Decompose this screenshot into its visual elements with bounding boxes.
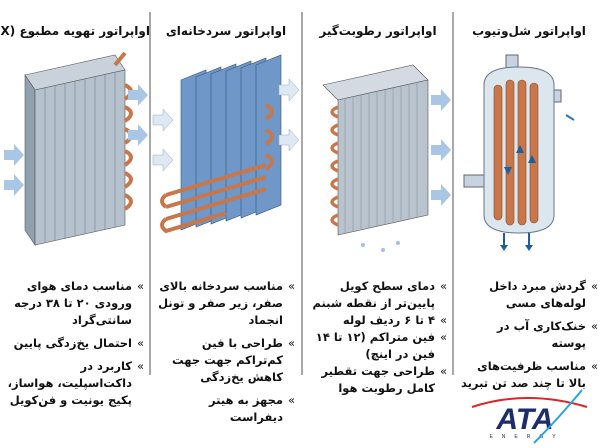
airflow-arrow	[4, 144, 24, 166]
column-separator	[301, 12, 303, 375]
column-cold-storage-evaporator: اواپراتور سردخانه‌ای »مناسب سردخانه بالا…	[151, 0, 301, 448]
column-title: اواپراتور سردخانه‌ای	[165, 24, 287, 38]
dx-coil-illustration	[4, 51, 148, 246]
svg-text:ENERGY: ENERGY	[489, 434, 564, 440]
feature-item: »کاربرد در داکت‌اسپلیت، هواساز، پکیج یون…	[7, 359, 144, 407]
feature-item: »مناسب ظرفیت‌های بالا تا چند صد تن تبرید	[460, 359, 598, 390]
feature-item: »مناسب سردخانه بالای صفر، زیر صفر و تونل…	[158, 279, 295, 327]
feature-item: »مجهز به هیتر دیفراست	[209, 393, 295, 424]
cold-storage-coil-illustration	[152, 54, 300, 234]
feature-item: »طراحی جهت تقطیر کامل رطوبت هوا	[321, 364, 447, 395]
column-title: اواپراتور شل‌وتیوب	[472, 24, 586, 38]
dehumidifier-coil-illustration	[322, 64, 451, 252]
feature-list: »دمای سطح کویل پایین‌تر از نقطه شبنم »۴ …	[309, 278, 447, 397]
feature-list: »مناسب دمای هوای ورودی ۲۰ تا ۳۸ درجه سان…	[6, 278, 144, 415]
column-title: اواپراتور رطوبت‌گیر	[319, 24, 437, 38]
feature-item: »دمای سطح کویل پایین‌تر از نقطه شبنم	[312, 279, 447, 310]
column-dx-evaporator: اواپراتور تهویه مطبوع (DX) »مناسب دمای ه…	[0, 0, 150, 448]
feature-item: »فین متراکم (۱۲ تا ۱۴ فین در اینچ)	[315, 330, 447, 361]
feature-item: »طراحی با فین کم‌تراکم جهت جهت کاهش یخ‌ز…	[172, 336, 295, 384]
feature-item: »مناسب دمای هوای ورودی ۲۰ تا ۳۸ درجه سان…	[14, 279, 144, 327]
feature-item: »احتمال یخ‌زدگی پایین	[13, 336, 144, 350]
feature-item: »گردش مبرد داخل لوله‌های مسی	[489, 279, 598, 310]
column-dehumidifier-evaporator: اواپراتور رطوبت‌گیر »دمای سطح کویل پایین…	[303, 0, 453, 448]
feature-item: »۴ تا ۶ ردیف لوله	[342, 313, 447, 327]
column-separator	[149, 12, 151, 375]
feature-list: »مناسب سردخانه بالای صفر، زیر صفر و تونل…	[157, 278, 295, 432]
ata-energy-logo: ATA ENERGY	[471, 389, 588, 444]
svg-text:ATA: ATA	[495, 403, 553, 436]
column-title: اواپراتور تهویه مطبوع (DX)	[0, 24, 150, 38]
column-separator	[452, 12, 454, 375]
shell-and-tube-illustration	[463, 54, 575, 251]
feature-item: »خنک‌کاری آب در پوسته	[497, 319, 598, 350]
column-shell-and-tube-evaporator: اواپراتور شل‌وتیوب »گردش مبرد داخل لوله‌…	[454, 0, 600, 448]
feature-list: »گردش مبرد داخل لوله‌های مسی »خنک‌کاری آ…	[460, 278, 598, 398]
